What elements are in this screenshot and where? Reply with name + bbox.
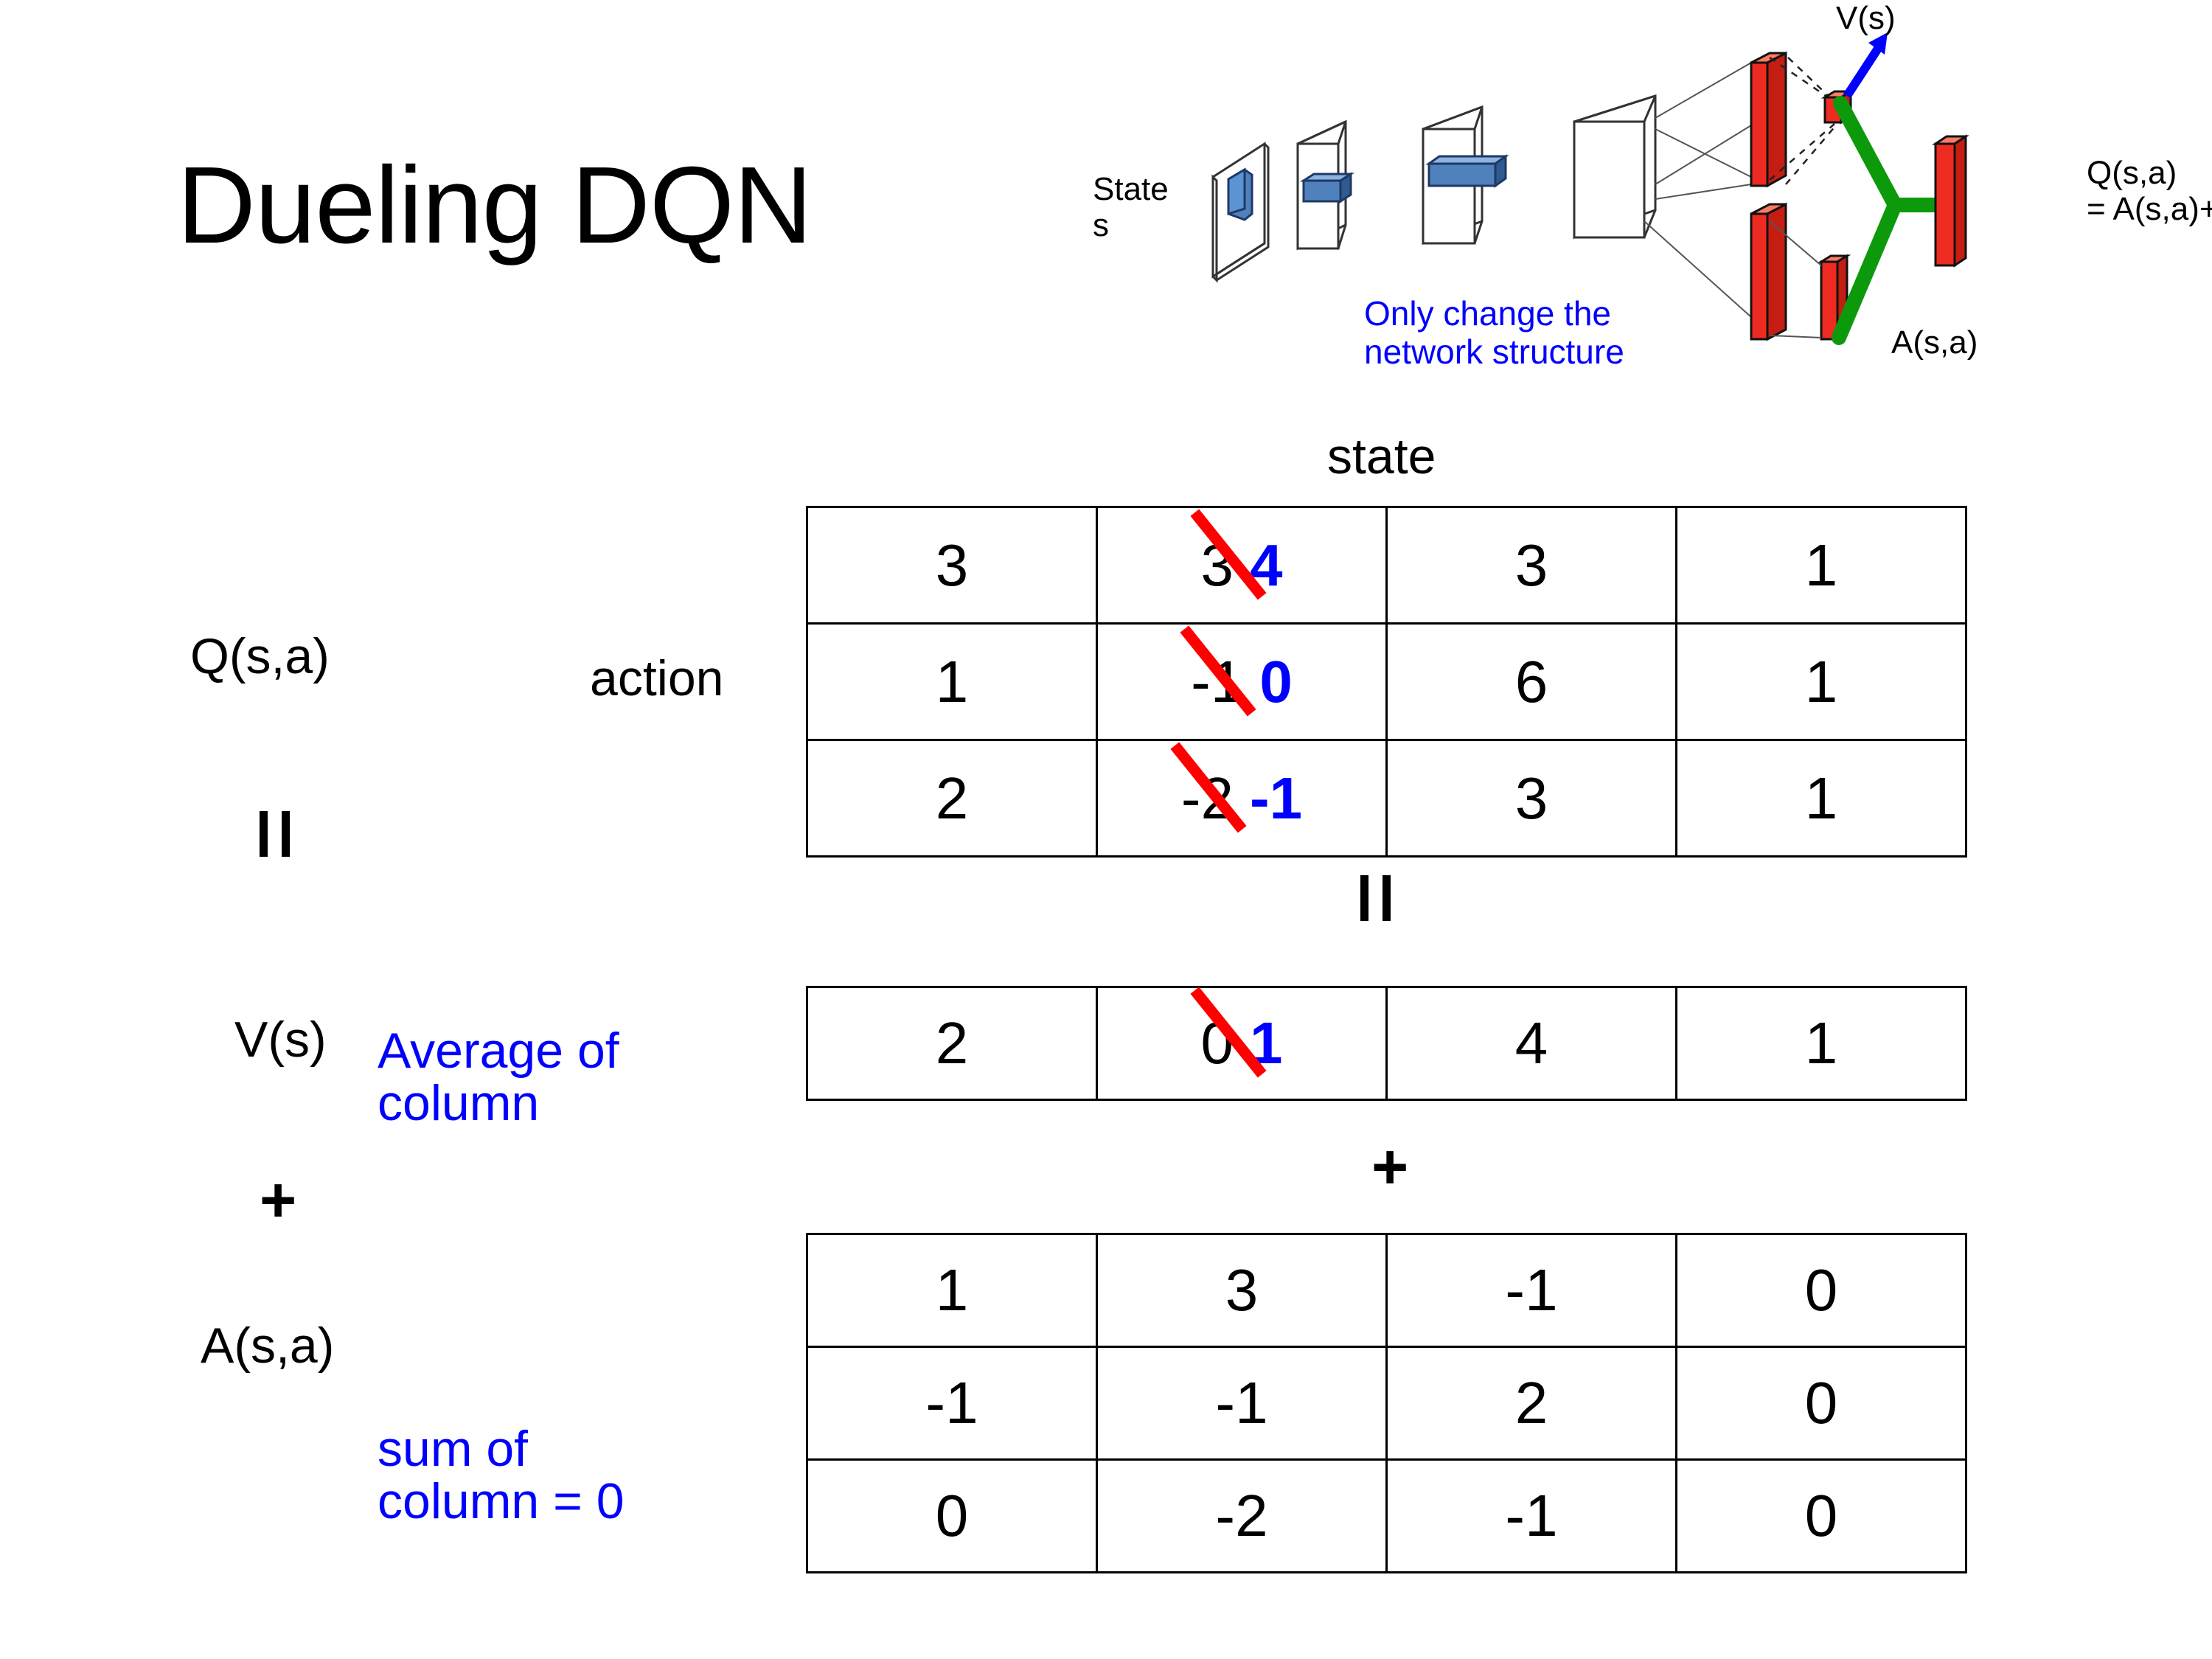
table-cell[interactable]: -1 [1096, 1346, 1388, 1461]
table-cell[interactable]: -1 [1385, 1458, 1677, 1573]
average-of-column-note: Average of column [378, 1023, 619, 1132]
a-table-label: A(s,a) [201, 1318, 335, 1374]
table-cell[interactable]: 3 [1385, 506, 1677, 625]
new-value: 1 [1250, 1010, 1283, 1076]
table-cell[interactable]: 1 [1675, 739, 1967, 858]
cell-value: 1 [1804, 765, 1838, 831]
cell-value: 1 [935, 648, 969, 714]
table-cell[interactable]: -2 [1096, 1458, 1388, 1573]
table-cell[interactable]: 0 [806, 1458, 1098, 1573]
diagram-output-label: Q(s,a) = A(s,a)+V(s) [2087, 155, 2212, 228]
cell-value: 3 [1225, 1257, 1259, 1323]
table-cell[interactable]: 2 [806, 739, 1098, 858]
table-cell[interactable]: 0 [1675, 1458, 1967, 1573]
table-row: -1 -1 2 0 [806, 1346, 1967, 1461]
table-cell[interactable]: 3 [1385, 739, 1677, 858]
cell-value: -2 [1215, 1483, 1268, 1548]
new-value: 0 [1259, 648, 1293, 714]
revised-cell: -2-1 [1170, 741, 1303, 833]
table-row: 0 -2 -1 0 [806, 1458, 1967, 1573]
cell-value: 1 [935, 1257, 969, 1323]
table-cell[interactable]: 3 [806, 506, 1098, 625]
sum-of-column-note: sum of column = 0 [378, 1421, 625, 1530]
equals-sign-between-tables [1360, 875, 1391, 921]
q-table-label: Q(s,a) [190, 628, 330, 684]
table-cell[interactable]: 0 [1675, 1233, 1967, 1348]
diagram-state-label: State s [1093, 171, 1169, 244]
table-cell[interactable]: 4 [1385, 986, 1677, 1101]
cell-value: 1 [1804, 1010, 1838, 1076]
cell-value: 1 [1804, 532, 1838, 598]
old-value: -2 [1170, 741, 1247, 833]
diagram-value-label: V(s) [1836, 0, 1896, 36]
strikethrough-mark [1172, 622, 1269, 719]
cell-value: -1 [1215, 1370, 1268, 1436]
plus-sign-between-tables: + [1371, 1132, 1409, 1203]
cell-value: -1 [1505, 1483, 1558, 1548]
cell-value: 3 [935, 532, 969, 598]
table-row: 1 3 -1 0 [806, 1233, 1967, 1348]
cell-value: 3 [1514, 765, 1548, 831]
table-cell[interactable]: 6 [1385, 622, 1677, 741]
new-value: -1 [1250, 765, 1303, 831]
cell-value: 0 [1804, 1257, 1838, 1323]
old-value: 0 [1189, 987, 1267, 1078]
page-title: Dueling DQN [177, 145, 813, 266]
table-cell[interactable]: 1 [806, 622, 1098, 741]
table-cell[interactable]: 0 [1675, 1346, 1967, 1461]
cell-value: -1 [1505, 1257, 1558, 1323]
cell-value: 4 [1514, 1010, 1548, 1076]
table-cell[interactable]: -2-1 [1096, 739, 1388, 858]
table-cell[interactable]: 1 [806, 1233, 1098, 1348]
diagram-advantage-label: A(s,a) [1891, 324, 1978, 361]
cell-value: 0 [1804, 1483, 1838, 1548]
table-cell[interactable]: 1 [1675, 622, 1967, 741]
strikethrough-mark [1162, 738, 1259, 835]
state-axis-label: state [1327, 428, 1436, 484]
dueling-network-diagram: State s Only change the network structur… [1084, 0, 2212, 420]
cell-value: 1 [1804, 648, 1838, 714]
cell-value: -1 [925, 1370, 978, 1436]
table-cell[interactable]: 1 [1675, 506, 1967, 625]
old-value: -1 [1180, 625, 1256, 717]
a-value-table: 1 3 -1 0 -1 -1 2 0 0 -2 -1 0 [806, 1233, 1967, 1573]
table-cell[interactable]: -1 [806, 1346, 1098, 1461]
diagram-note: Only change the network structure [1364, 294, 1624, 371]
new-value: 4 [1250, 532, 1283, 598]
equals-sign-left [260, 811, 290, 857]
table-cell[interactable]: -1 [1385, 1233, 1677, 1348]
plus-sign-left: + [260, 1165, 297, 1236]
cell-value: 0 [935, 1483, 969, 1548]
table-cell[interactable]: 1 [1675, 986, 1967, 1101]
cell-value: 2 [1514, 1370, 1548, 1436]
cell-value: 2 [935, 1010, 969, 1076]
v-table-label: V(s) [234, 1012, 327, 1068]
cell-value: 0 [1804, 1370, 1838, 1436]
table-cell[interactable]: 2 [806, 986, 1098, 1101]
table-cell[interactable]: 2 [1385, 1346, 1677, 1461]
cell-value: 2 [935, 765, 969, 831]
table-cell[interactable]: 3 [1096, 1233, 1388, 1348]
action-axis-label: action [590, 650, 724, 706]
old-value: 3 [1189, 508, 1267, 600]
cell-value: 3 [1514, 532, 1548, 598]
cell-value: 6 [1514, 648, 1548, 714]
table-row: 2 -2-1 3 1 [806, 739, 1967, 858]
